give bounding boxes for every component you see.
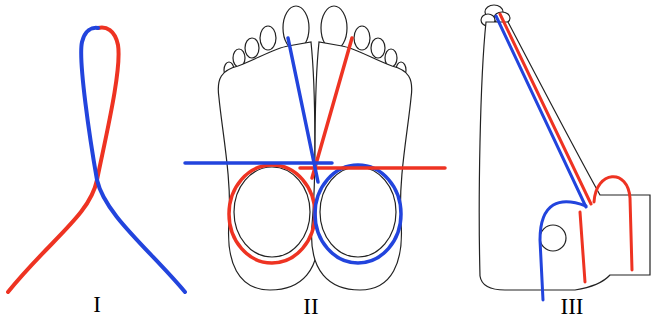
figure-one [8,28,185,292]
figure-two [185,6,445,290]
figure-three [479,5,650,300]
figure-label: I [93,293,101,316]
figure-label: III [561,295,584,318]
figure-label: II [303,295,318,318]
